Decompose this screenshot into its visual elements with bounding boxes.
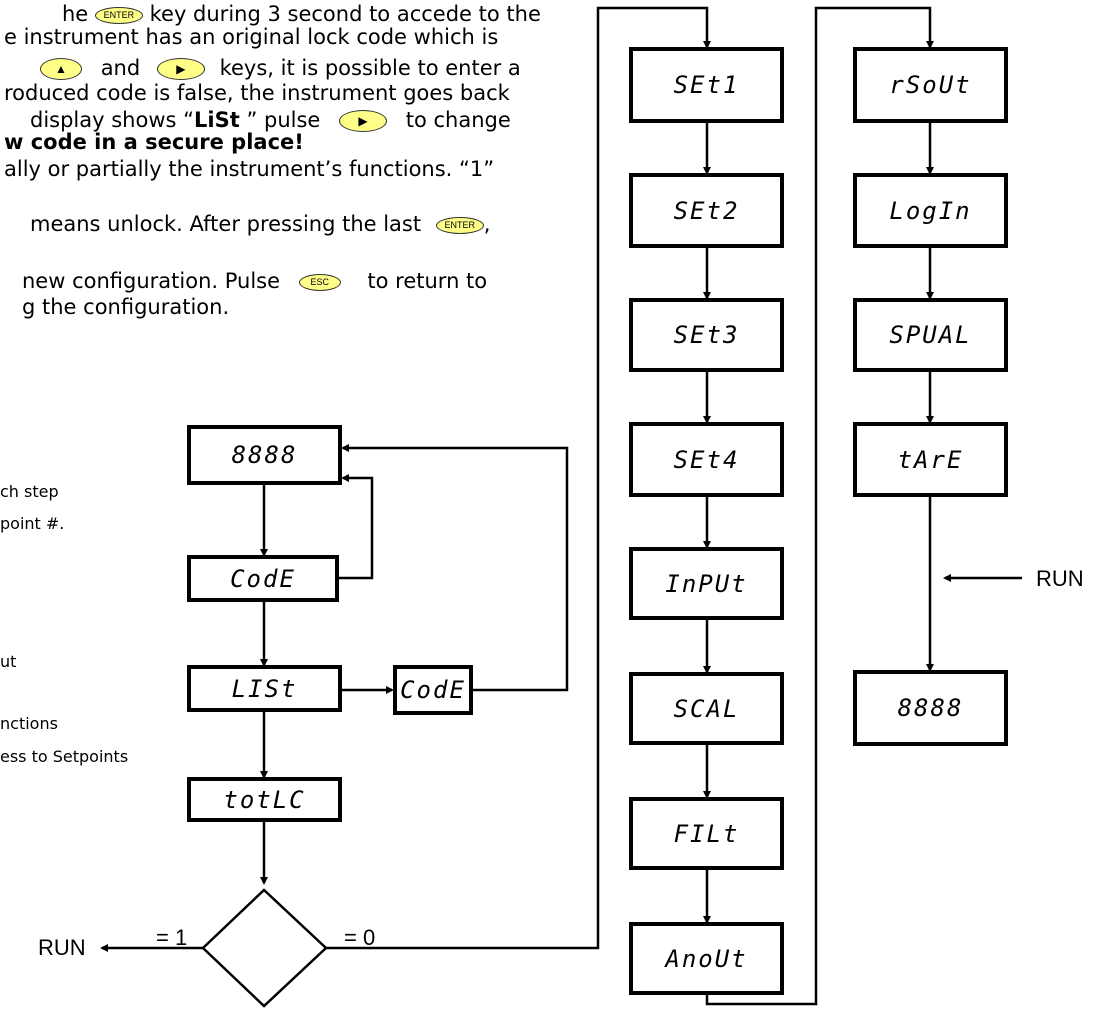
intro-line-6: w code in a secure place! [4, 130, 304, 154]
legend-line-2: point #. [0, 514, 65, 533]
decision-label-eq1: = 1 [156, 925, 188, 950]
decision-label-eq0: = 0 [344, 925, 376, 950]
up-arrow-key-icon: ▲ [40, 58, 82, 80]
run-label-left: RUN [38, 935, 86, 960]
display-spual: SPUAL [853, 298, 1008, 372]
display-set4: SEt4 [629, 422, 784, 497]
display-tare: tArE [853, 422, 1008, 497]
display-set3: SEt3 [629, 298, 784, 372]
display-8888-end: 8888 [853, 670, 1008, 746]
legend-line-4: nctions [0, 714, 58, 733]
display-set2: SEt2 [629, 173, 784, 248]
intro-line-10: g the configuration. [22, 295, 230, 319]
display-8888-main: 8888 [187, 425, 342, 485]
display-totlc: totLC [187, 777, 342, 822]
intro-line-3: ▲ and ▶ keys, it is possible to enter a [40, 56, 521, 80]
intro-line-5: display shows “LiSt ” pulse ▶ to change [30, 108, 511, 132]
intro-line-8: means unlock. After pressing the last EN… [30, 212, 491, 236]
enter-key-icon: ENTER [94, 6, 143, 24]
intro-line-2: e instrument has an original lock code w… [4, 25, 499, 49]
intro-line-9: new configuration. Pulse ESC to return t… [22, 269, 488, 293]
display-list: LISt [187, 665, 342, 712]
decision-diamond [201, 888, 328, 1008]
arrow-codebox-loop [341, 444, 569, 692]
display-scal: SCAL [629, 672, 784, 745]
display-filt: FILt [629, 797, 784, 870]
arrow-decision-to-col2 [326, 6, 711, 950]
arrow-col2-to-col3 [705, 6, 934, 1006]
legend-line-3: ut [0, 652, 17, 671]
legend-line-1: ch step [0, 482, 59, 501]
run-label-right: RUN [1036, 566, 1084, 591]
display-anout: AnoUt [629, 922, 784, 995]
intro-line-1: he ENTER key during 3 second to accede t… [62, 2, 541, 26]
enter-key-icon: ENTER [435, 216, 484, 234]
display-code-change: CodE [393, 665, 473, 715]
display-set1: SEt1 [629, 47, 784, 123]
display-login: LogIn [853, 173, 1008, 248]
right-arrow-key-icon: ▶ [339, 110, 388, 132]
arrow-code-loop [338, 474, 374, 580]
intro-line-7: ally or partially the instrument’s funct… [4, 157, 495, 181]
display-code: CodE [187, 555, 339, 602]
esc-key-icon: ESC [298, 273, 341, 291]
intro-line-4: roduced code is false, the instrument go… [4, 81, 510, 105]
right-arrow-key-icon: ▶ [156, 58, 205, 80]
display-input: InPUt [629, 547, 784, 620]
legend-line-5: ess to Setpoints [0, 747, 129, 766]
display-rsout: rSoUt [853, 47, 1008, 123]
